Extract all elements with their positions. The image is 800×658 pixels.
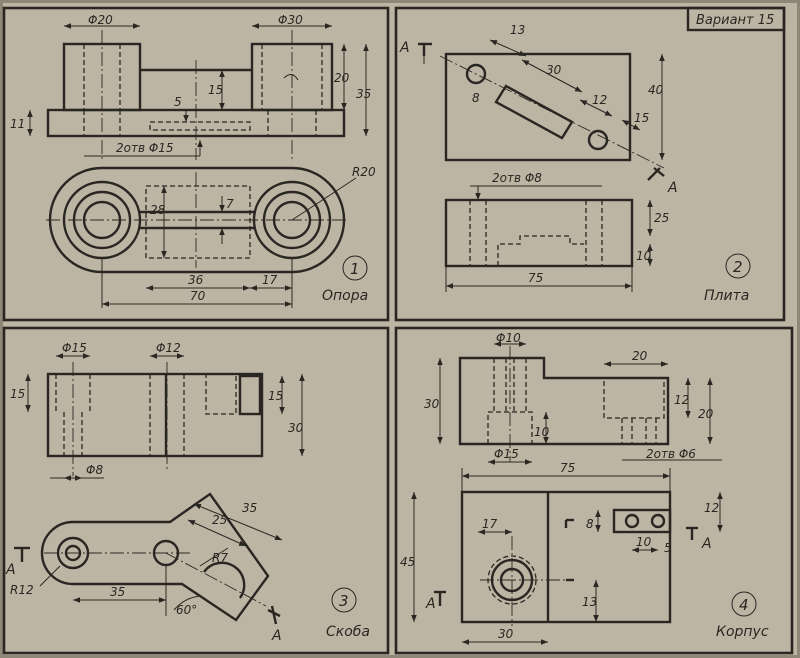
dim-1-h11: 11: [10, 117, 25, 131]
panel-4-section-a-right: A: [701, 536, 712, 552]
dim-1-h7: 7: [226, 197, 234, 211]
dim-4-w20: 20: [632, 349, 648, 363]
panel-3: Φ15 Φ12 15 15 30 Φ8 A A 25 35 R7 R12: [5, 341, 370, 644]
panel-2-section-a-top: A: [399, 40, 410, 56]
dim-2-a12: 12: [592, 93, 607, 107]
dim-4-h12a: 12: [674, 393, 689, 407]
panel-frame-4: [394, 326, 794, 655]
panel-3-section-a-right: A: [271, 628, 282, 644]
dim-2-a30: 30: [546, 63, 562, 77]
panel-2-section-a-bottom: A: [667, 180, 678, 196]
dim-1-holes: 2отв Φ15: [116, 141, 174, 155]
dim-1-w70: 70: [190, 289, 206, 303]
dim-1-w17: 17: [262, 273, 278, 287]
dim-4-d15: Φ15: [494, 447, 519, 461]
dim-2-h10: 10: [636, 249, 652, 263]
panel-frame-2: [394, 6, 786, 322]
dim-4-h30: 30: [424, 397, 440, 411]
dim-3-angle: 60°: [176, 603, 197, 617]
variant-box: [686, 6, 786, 32]
panel-2: A A 13 30 8 12 15 40 2отв Φ8 25 10 75 2: [399, 23, 751, 304]
dim-4-w17: 17: [482, 517, 498, 531]
dim-3-d15: Φ15: [62, 341, 87, 355]
dim-3-h15a: 15: [10, 387, 25, 401]
dim-4-h20: 20: [698, 407, 714, 421]
dim-4-h8: 8: [586, 517, 594, 531]
dim-3-r7: R7: [212, 551, 228, 565]
panel-3-title: Скоба: [326, 624, 370, 640]
dim-4-w75: 75: [560, 461, 575, 475]
panel-4: Φ10 20 30 10 12 20 Φ15 2отв Φ6 75 12 17: [400, 331, 769, 645]
dim-2-a13: 13: [510, 23, 525, 37]
dim-2-h25: 25: [654, 211, 669, 225]
dim-3-w35a: 35: [242, 501, 257, 515]
dim-1-h20: 20: [334, 71, 350, 85]
dim-3-w25: 25: [212, 513, 227, 527]
dim-4-w10: 10: [636, 535, 652, 549]
dim-2-a15: 15: [634, 111, 649, 125]
variant-label: Вариант 15: [696, 13, 774, 28]
dim-4-w5: 5: [664, 541, 672, 555]
dim-4-h10: 10: [534, 425, 550, 439]
dim-2-a8: 8: [472, 91, 480, 105]
dim-1-d20: Φ20: [88, 13, 113, 27]
dim-1-h5: 5: [174, 95, 182, 109]
dim-2-holes: 2отв Φ8: [492, 171, 542, 185]
panel-2-title: Плита: [704, 288, 749, 304]
dim-4-w30: 30: [498, 627, 514, 641]
dim-1-h15: 15: [208, 83, 223, 97]
panel-3-number: 3: [339, 592, 349, 610]
panel-1: Φ20 Φ30 20 35 15 5 11 2отв Φ15 R20 28: [10, 13, 376, 308]
dim-1-h35: 35: [356, 87, 371, 101]
panel-frame-1: [2, 6, 390, 322]
panel-4-title: Корпус: [716, 624, 769, 640]
dim-3-w35b: 35: [110, 585, 125, 599]
dim-3-d12: Φ12: [156, 341, 181, 355]
dim-3-d8: Φ8: [86, 463, 103, 477]
dim-2-w75: 75: [528, 271, 543, 285]
panel-1-title: Опора: [322, 288, 368, 304]
dim-1-w36: 36: [188, 273, 204, 287]
panel-4-number: 4: [739, 596, 749, 614]
dim-1-r20: R20: [352, 165, 376, 179]
panel-4-section-a-left: A: [425, 596, 436, 612]
dim-1-d30: Φ30: [278, 13, 303, 27]
dim-2-h40: 40: [648, 83, 664, 97]
dim-1-h28: 28: [150, 203, 166, 217]
dim-4-h45: 45: [400, 555, 415, 569]
dim-4-h13: 13: [582, 595, 597, 609]
panel-1-number: 1: [350, 260, 360, 278]
dim-4-h12b: 12: [704, 501, 719, 515]
dim-4-holes: 2отв Φ6: [646, 447, 696, 461]
panel-3-section-a-left: A: [5, 562, 16, 578]
dim-4-d10: Φ10: [496, 331, 521, 345]
dim-3-h15b: 15: [268, 389, 283, 403]
panel-2-number: 2: [733, 258, 743, 276]
dim-3-r12: R12: [10, 583, 34, 597]
panel-frame-3: [2, 326, 390, 655]
dim-3-h30: 30: [288, 421, 304, 435]
